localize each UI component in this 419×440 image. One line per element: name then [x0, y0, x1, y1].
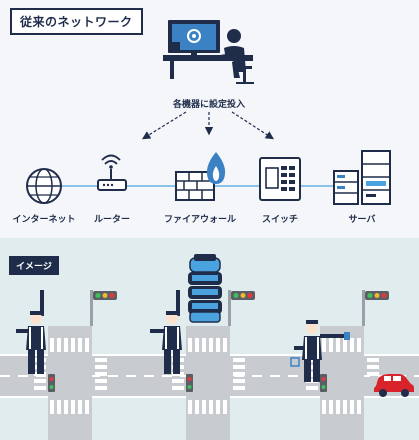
intersection-1 [34, 290, 117, 440]
device-label-server: サーバ [348, 215, 376, 225]
config-arrows [141, 111, 275, 140]
intersection-3 [306, 290, 389, 440]
intersection-2 [172, 290, 255, 440]
admin-workstation-icon [163, 20, 254, 84]
device-label-router: ルーター [93, 215, 131, 225]
image-badge: イメージ [9, 256, 59, 275]
firewall-icon [175, 152, 226, 201]
device-label-firewall: ファイアウォール [163, 215, 237, 225]
top-illustration [26, 20, 391, 205]
section-title: 従来のネットワーク [10, 8, 143, 35]
server-icon [333, 150, 391, 205]
switch-icon [259, 157, 301, 201]
stacked-cars-icon [188, 254, 222, 323]
globe-icon [26, 168, 62, 204]
traffic-officer-icon [150, 290, 182, 374]
device-label-switch: スイッチ [261, 215, 299, 225]
device-label-internet: インターネット [12, 215, 76, 225]
traffic-officer-icon [290, 320, 350, 382]
admin-caption: 各機器に設定投入 [172, 100, 246, 110]
router-icon [97, 154, 127, 191]
traffic-officer-icon [16, 290, 46, 374]
red-car-icon [374, 374, 414, 397]
